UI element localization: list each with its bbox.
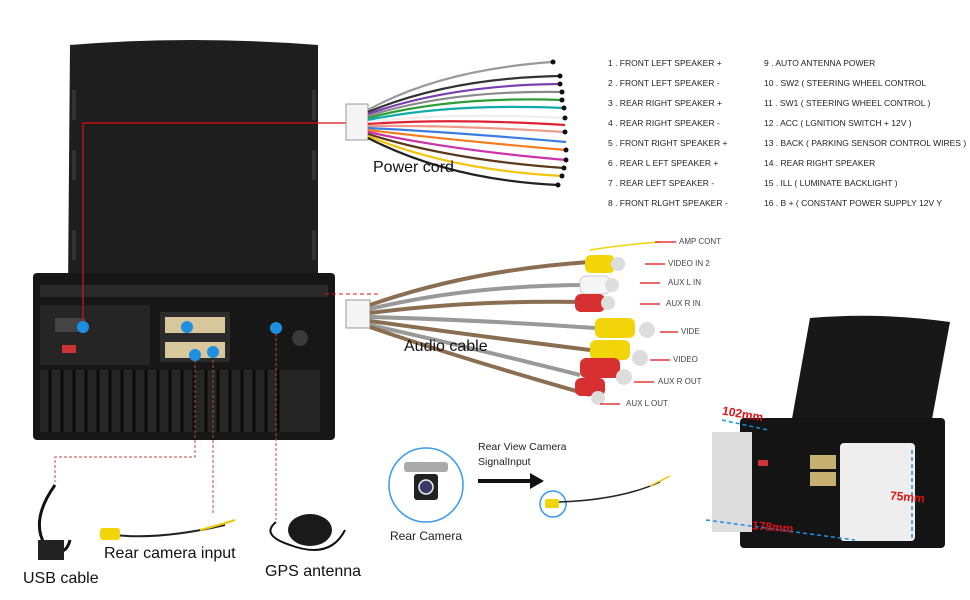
pinout-item: 6 . REAR L EFT SPEAKER +	[608, 158, 719, 168]
gps-antenna-graphic	[269, 514, 346, 551]
audio-connector-label: VIDEO IN 2	[668, 259, 710, 268]
pinout-item: 16 . B + ( CONSTANT POWER SUPPLY 12V Y	[764, 198, 943, 208]
pinout-item: 8 . FRONT RLGHT SPEAKER -	[608, 198, 728, 208]
audio-connector-label: AMP CONT	[679, 237, 722, 246]
port-marker	[181, 321, 193, 333]
pinout-item: 15 . ILL ( LUMINATE BACKLIGHT )	[764, 178, 898, 188]
usb-callout-line	[54, 355, 196, 482]
audio-connector-label: AUX L IN	[668, 278, 702, 287]
audio-connector-label: VIDEO	[673, 355, 698, 364]
gps-antenna-label: GPS antenna	[265, 563, 362, 580]
audio-cable-label: Audio cable	[404, 338, 488, 355]
pinout-item: 14 . REAR RIGHT SPEAKER	[764, 158, 876, 168]
power-callout-line	[82, 122, 350, 327]
pinout-item: 12 . ACC ( LGNITION SWITCH + 12V )	[764, 118, 912, 128]
pinout-item: 7 . REAR LEFT SPEAKER -	[608, 178, 715, 188]
pinout-item: 13 . BACK ( PARKING SENSOR CONTROL WIRES…	[764, 138, 967, 148]
power-cord-label: Power cord	[373, 159, 454, 176]
power-cord-graphic	[345, 59, 569, 188]
pinout-item: 2 . FRONT LEFT SPEAKER -	[608, 78, 720, 88]
usb-cable-graphic	[37, 484, 72, 560]
rca-plugs	[575, 255, 655, 405]
port-marker	[77, 321, 89, 333]
audio-cable-graphic	[345, 241, 661, 397]
audio-connector-label: AUX R OUT	[658, 377, 702, 386]
head-unit-screen	[68, 40, 318, 290]
port-marker	[207, 346, 219, 358]
rear-camera-input-label: Rear camera input	[104, 545, 236, 562]
signal-label-line1: Rear View Camera	[478, 441, 567, 453]
audio-connector-label: VIDE	[681, 327, 700, 336]
usb-cable-label: USB cable	[23, 570, 99, 587]
rear-view-signal-cable-graphic	[539, 475, 671, 518]
port-marker	[270, 322, 282, 334]
pinout-item: 10 . SW2 ( STEERING WHEEL CONTROL	[764, 78, 927, 88]
rear-camera-label: Rear Camera	[390, 529, 463, 543]
pinout-item: 11 . SW1 ( STEERING WHEEL CONTROL )	[764, 98, 931, 108]
pinout-item: 1 . FRONT LEFT SPEAKER +	[608, 58, 722, 68]
port-marker	[189, 349, 201, 361]
dimension-unit-photo	[712, 315, 950, 548]
dimension-lines	[705, 419, 913, 541]
height-dimension: 75mm	[889, 488, 926, 506]
rear-camera-input-cable-graphic	[100, 519, 236, 540]
signal-label-line2: SignalInput	[478, 456, 531, 468]
pinout-item: 4 . REAR RIGHT SPEAKER -	[608, 118, 720, 128]
rear-camera-graphic	[388, 447, 464, 523]
connector-socket	[165, 317, 225, 333]
audio-connector-label: AUX R IN	[666, 299, 701, 308]
audio-connector-label: AUX L OUT	[626, 399, 668, 408]
pinout-item: 9 . AUTO ANTENNA POWER	[764, 58, 876, 68]
pinout-item: 5 . FRONT RIGHT SPEAKER +	[608, 138, 728, 148]
pinout-item: 3 . REAR RIGHT SPEAKER +	[608, 98, 722, 108]
